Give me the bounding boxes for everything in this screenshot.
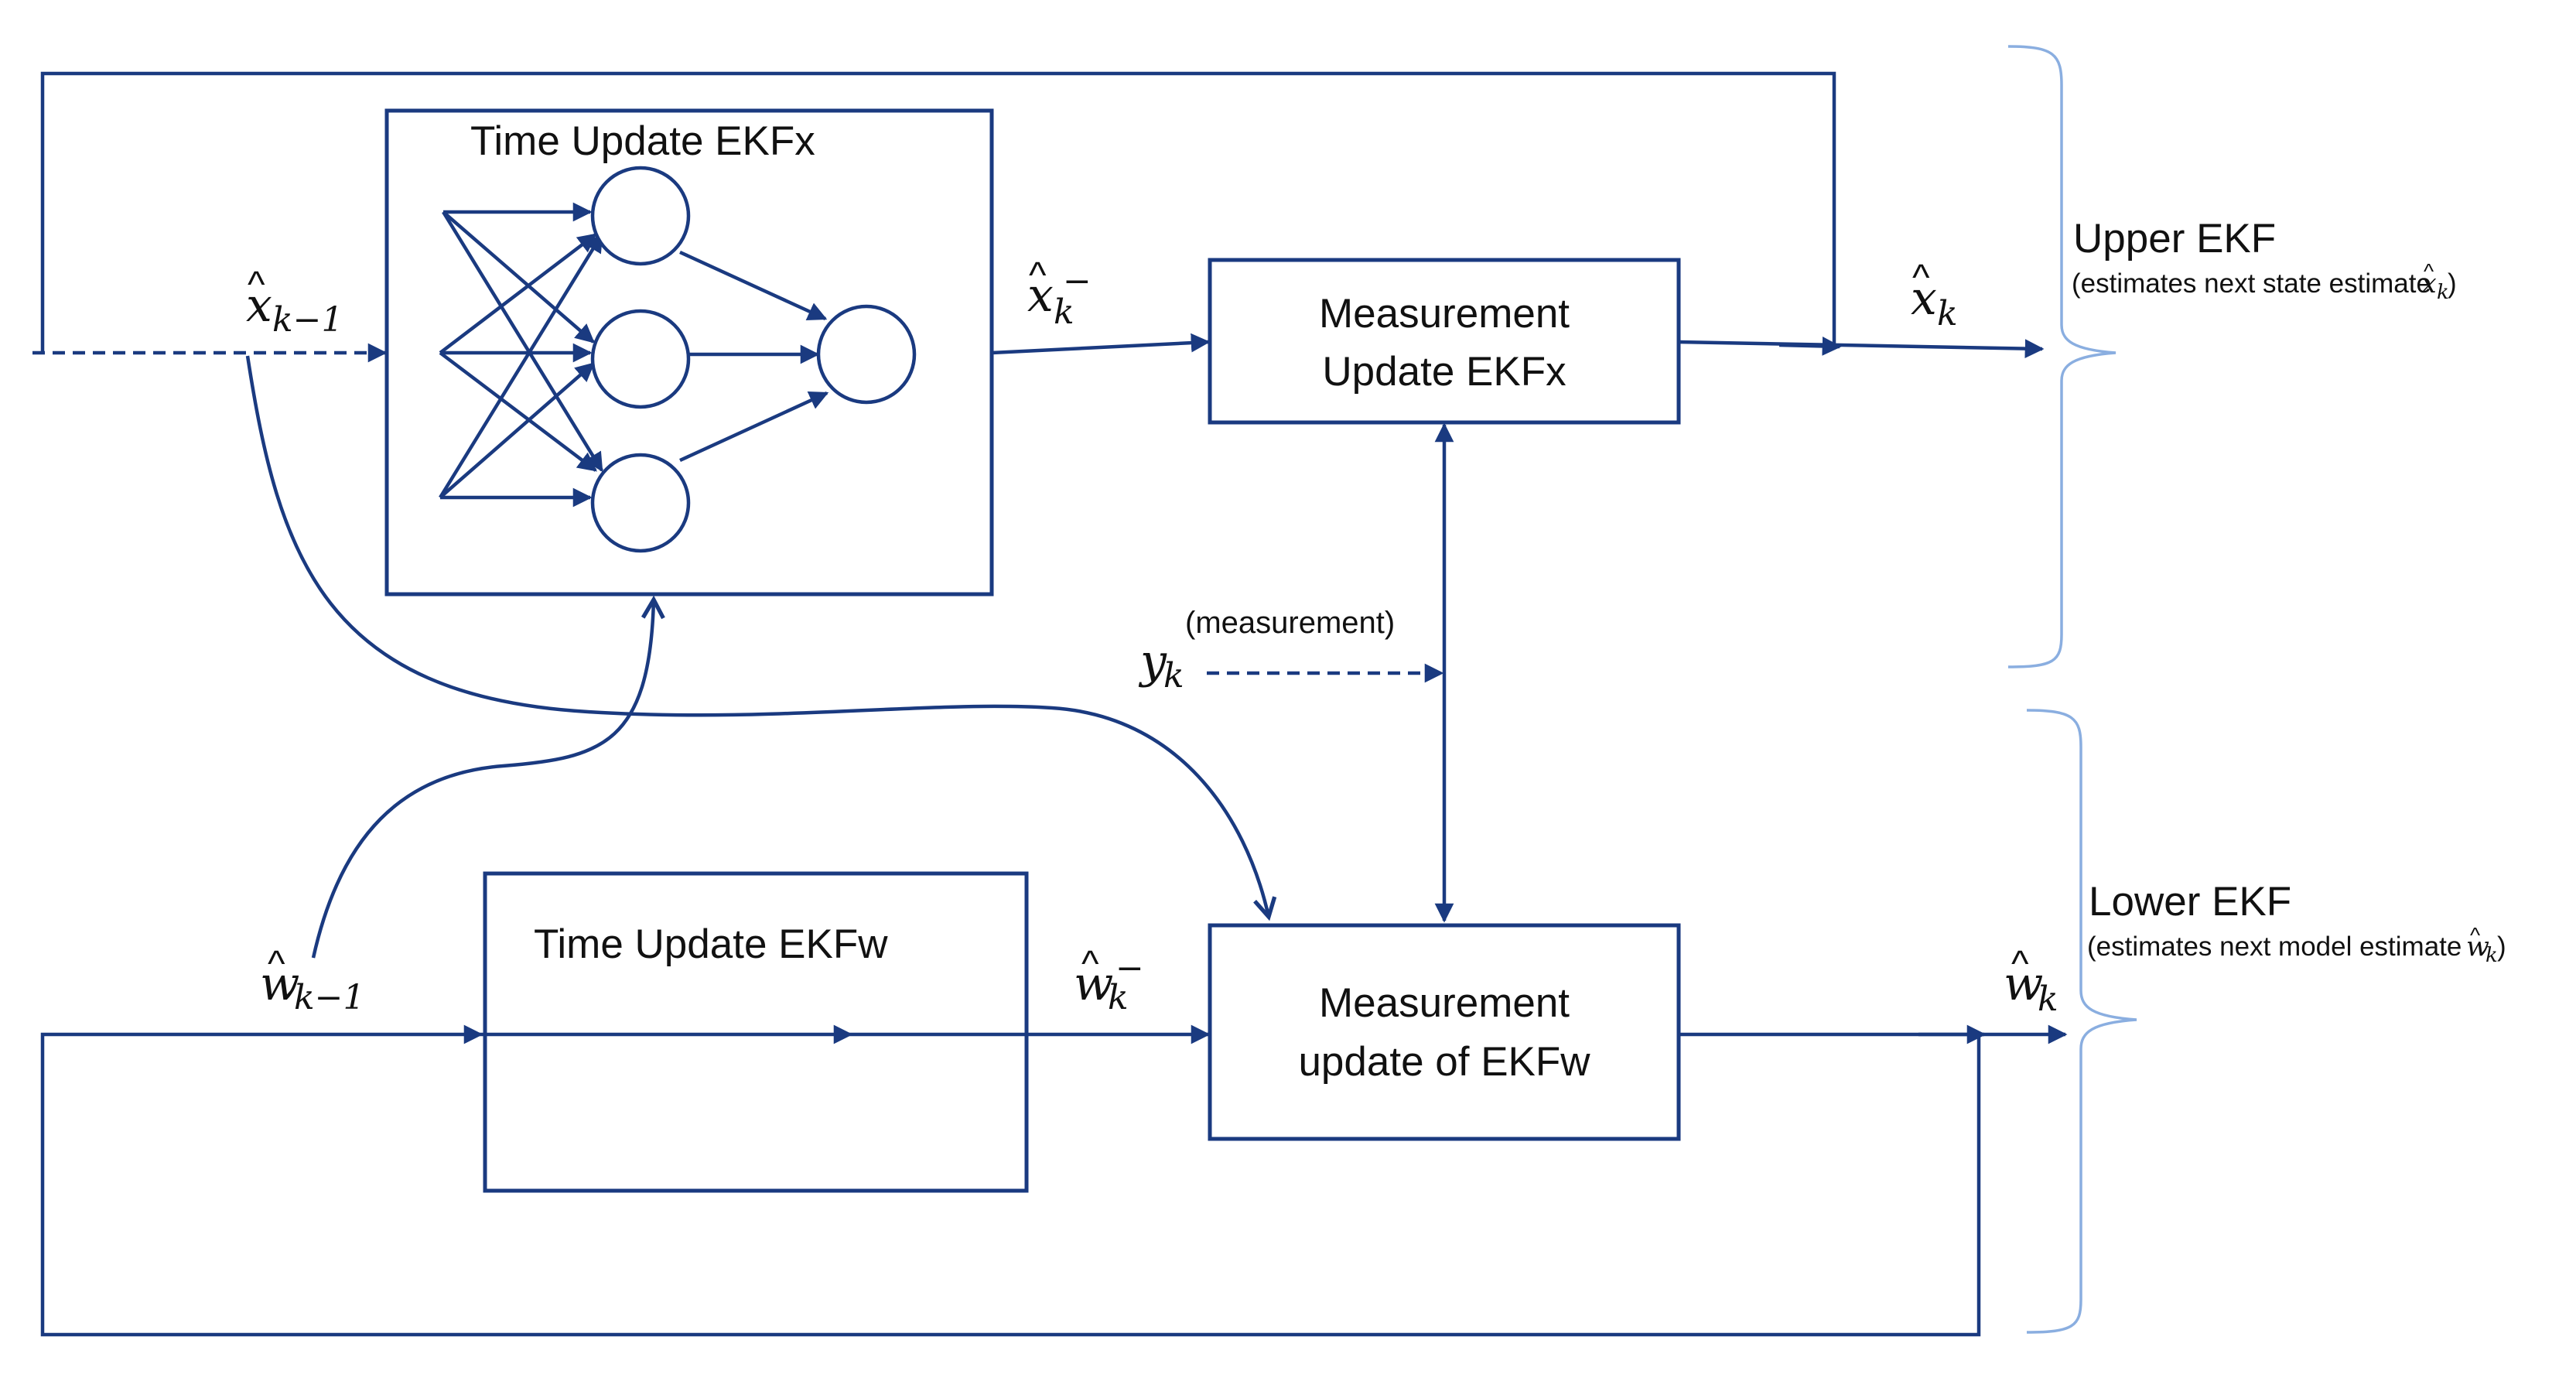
- x-prior-arrow: [991, 333, 1211, 355]
- svg-text:^: ^: [248, 265, 265, 306]
- output-node: [816, 304, 917, 405]
- svg-text:(estimates next state estimate: (estimates next state estimate: [2072, 268, 2431, 299]
- label-x-post: x ^ k: [1911, 258, 1958, 333]
- label-w-post: w ^ k: [2004, 944, 2058, 1019]
- measurement-update-ekfw-block: [1208, 923, 1681, 1141]
- time-update-ekfw-block: [483, 871, 1029, 1193]
- svg-text:k−1: k−1: [272, 300, 343, 340]
- svg-text:w: w: [2466, 932, 2489, 962]
- svg-text:x: x: [1027, 268, 1054, 323]
- label-x-prev: x ^ k−1: [246, 265, 343, 340]
- upper-feedback-loop: [40, 71, 1836, 352]
- svg-text:^: ^: [268, 944, 285, 985]
- svg-text:k: k: [1054, 292, 1074, 332]
- svg-text:x: x: [2421, 268, 2437, 299]
- svg-text:^: ^: [1912, 258, 1930, 299]
- svg-text:w: w: [1074, 957, 1113, 1011]
- lower-ekf-brace: [2026, 709, 2137, 1334]
- svg-text:k: k: [1108, 978, 1129, 1017]
- label-y: y k: [1138, 634, 1184, 696]
- svg-text:x: x: [1911, 272, 1937, 326]
- lower-ekf-title: Lower EKF: [2089, 879, 2291, 925]
- upper-ekf-title: Upper EKF: [2073, 216, 2276, 262]
- measurement-note: (measurement): [1185, 606, 1395, 640]
- svg-text:^: ^: [1029, 255, 1047, 296]
- time-update-ekfx-label: Time Update EKFx: [470, 118, 815, 164]
- neural-network-icon: [439, 166, 917, 553]
- label-w-prev: w ^ k−1: [260, 944, 365, 1017]
- time-update-ekfw-label: Time Update EKFw: [534, 921, 888, 967]
- svg-text:^: ^: [2424, 259, 2434, 283]
- svg-text:k: k: [1163, 656, 1184, 696]
- hidden-node-3: [590, 453, 691, 553]
- w-prev-to-ekfx-curve: [311, 600, 654, 959]
- upper-ekf-note: (estimates next state estimate x ^ k ): [2072, 259, 2457, 304]
- svg-text:k: k: [1937, 294, 1958, 333]
- svg-text:y: y: [1138, 634, 1167, 689]
- svg-text:w: w: [2004, 957, 2043, 1011]
- svg-text:k: k: [2485, 944, 2498, 967]
- label-w-prior: w ^ k −: [1074, 944, 1144, 1017]
- svg-text:): ): [2497, 932, 2506, 962]
- measurement-update-ekfx-label-line1: Measurement: [1319, 291, 1570, 337]
- svg-text:k: k: [2437, 281, 2449, 304]
- x-prev-to-ekfw-curve: [245, 355, 1269, 917]
- svg-text:x: x: [246, 279, 272, 333]
- svg-text:k−1: k−1: [294, 978, 365, 1017]
- measurement-update-ekfx-label-line2: Update EKFx: [1322, 349, 1566, 395]
- svg-text:k: k: [2038, 979, 2058, 1019]
- measurement-update-ekfx-block: [1208, 258, 1681, 425]
- label-x-prior: x ^ k −: [1027, 255, 1092, 332]
- svg-text:): ): [2448, 268, 2457, 299]
- lower-ekf-note: (estimates next model estimate w ^ k ): [2087, 923, 2506, 967]
- lower-feedback-loop: [40, 1024, 1981, 1337]
- svg-text:w: w: [260, 957, 299, 1011]
- svg-text:^: ^: [2011, 944, 2029, 985]
- hidden-node-1: [590, 166, 691, 266]
- svg-text:−: −: [1063, 262, 1092, 301]
- svg-text:−: −: [1115, 949, 1144, 988]
- x-post-output-arrow: [1678, 339, 2045, 358]
- x-post-feedback-tap-arrow: [1778, 337, 1842, 356]
- measurement-update-ekfw-label-line1: Measurement: [1319, 980, 1570, 1026]
- upper-ekf-brace: [2007, 45, 2116, 668]
- svg-text:^: ^: [2470, 923, 2480, 947]
- measurement-update-ekfw-label-line2: update of EKFw: [1298, 1039, 1590, 1085]
- hidden-node-2: [590, 309, 691, 409]
- svg-text:^: ^: [1081, 944, 1099, 985]
- svg-text:(estimates next model estimate: (estimates next model estimate: [2087, 932, 2462, 962]
